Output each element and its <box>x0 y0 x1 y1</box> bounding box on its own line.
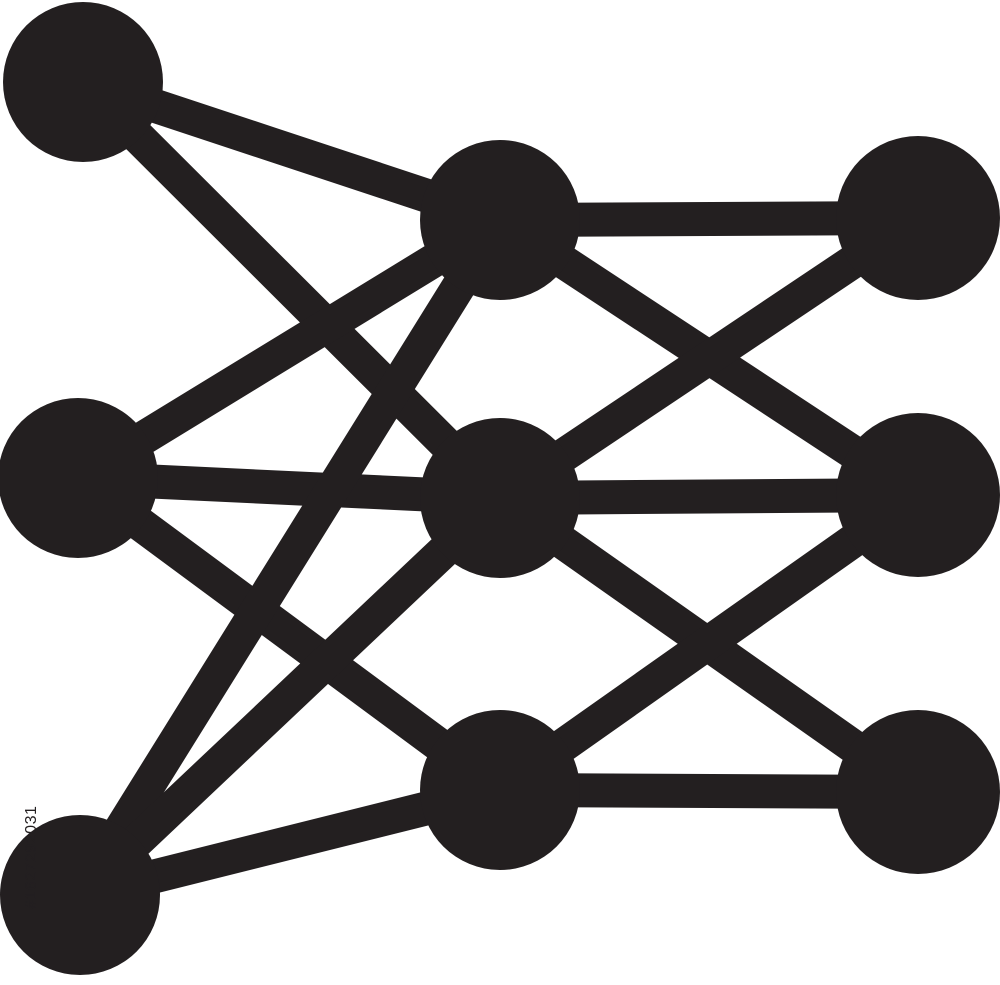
connection-in-3-hid-1 <box>63 203 517 912</box>
connection-in-2-hid-3 <box>61 461 517 807</box>
connection-in-1-hid-2 <box>66 65 517 515</box>
connection-in-2-hid-1 <box>61 203 517 495</box>
node-hid-2 <box>420 418 580 578</box>
node-out-1 <box>836 136 1000 300</box>
node-in-3 <box>0 815 160 975</box>
connection-in-3-hid-2 <box>63 481 517 912</box>
node-out-3 <box>836 710 1000 874</box>
node-hid-1 <box>420 140 580 300</box>
connection-hid-2-out-1 <box>483 201 935 515</box>
node-in-1 <box>3 2 163 162</box>
connection-hid-3-out-2 <box>483 478 935 807</box>
node-hid-3 <box>420 710 580 870</box>
node-out-2 <box>836 413 1000 577</box>
watermark-stock-id: #1627292031 <box>23 805 40 909</box>
node-in-2 <box>0 398 158 558</box>
